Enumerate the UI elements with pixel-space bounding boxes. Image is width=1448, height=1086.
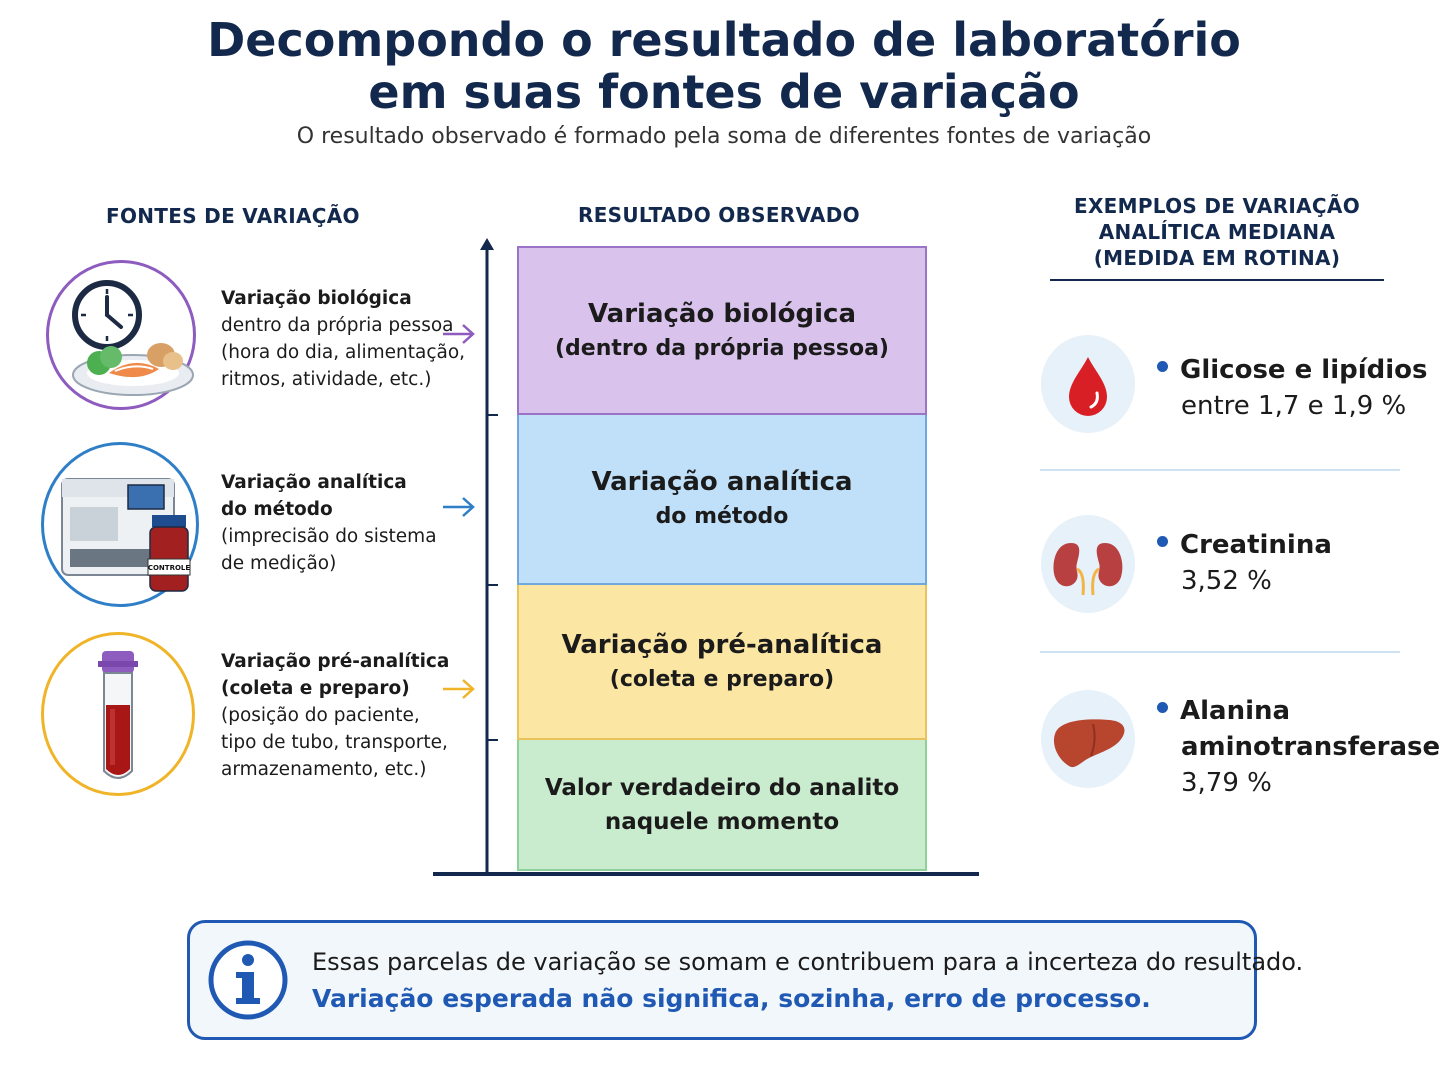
example-creatinine-name: Creatinina (1180, 530, 1332, 560)
divider (1040, 469, 1400, 471)
page-title: Decompondo o resultado de laboratório em… (0, 14, 1448, 118)
info-box (187, 920, 1257, 1040)
example-glucose: Glicose e lipídios entre 1,7 e 1,9 % (1157, 352, 1428, 424)
source-biological-line: ritmos, atividade, etc.) (221, 369, 432, 390)
sources-heading: FONTES DE VARIAÇÃO (106, 204, 360, 228)
title-line-1: Decompondo o resultado de laboratório (207, 13, 1241, 67)
block-true-value: Valor verdadeiro do analito naquele mome… (517, 740, 927, 871)
blood-tube-icon (41, 632, 195, 796)
bullet-icon (1157, 361, 1168, 372)
divider (1040, 651, 1400, 653)
info-icon (208, 940, 288, 1020)
block-preanalytical-subtitle: (coleta e preparo) (609, 666, 835, 692)
source-preanalytical-title-2: (coleta e preparo) (221, 678, 410, 699)
source-preanalytical-line: tipo de tubo, transporte, (221, 732, 448, 753)
source-analytical-title-2: do método (221, 499, 333, 520)
lab-analyzer-icon: CONTROLE (41, 442, 199, 607)
block-true-value-title: Valor verdadeiro do analito (544, 774, 900, 801)
source-preanalytical-title: Variação pré-analítica (221, 651, 450, 672)
title-line-2: em suas fontes de variação (368, 65, 1080, 119)
liver-icon (1041, 690, 1135, 788)
bullet-icon (1157, 536, 1168, 547)
blood-drop-icon (1041, 335, 1135, 433)
source-analytical-line: de medição) (221, 553, 337, 574)
block-analytical-subtitle: do método (655, 504, 789, 529)
stack-axis (433, 238, 979, 876)
control-label: CONTROLE (148, 564, 191, 572)
source-analytical-line: (imprecisão do sistema (221, 526, 437, 547)
block-preanalytical-title: Variação pré-analítica (561, 629, 883, 660)
source-biological-line: dentro da própria pessoa (221, 315, 454, 336)
arrow-right-icon (443, 324, 475, 344)
example-alt: Alanina aminotransferase 3,79 % (1157, 693, 1440, 801)
bullet-icon (1157, 702, 1168, 713)
example-creatinine-value: 3,52 % (1181, 566, 1272, 596)
source-preanalytical-line: armazenamento, etc.) (221, 759, 427, 780)
source-biological-title: Variação biológica (221, 288, 412, 309)
block-biological-subtitle: (dentro da própria pessoa) (554, 335, 889, 361)
source-biological-text: Variação biológica dentro da própria pes… (221, 285, 465, 393)
example-alt-name: Alanina (1180, 696, 1291, 726)
block-true-value-subtitle: naquele momento (604, 808, 840, 835)
source-preanalytical-text: Variação pré-analítica (coleta e preparo… (221, 648, 449, 783)
info-text-line-1: Essas parcelas de variação se somam e co… (312, 948, 1304, 976)
source-analytical-text: Variação analítica do método (imprecisão… (221, 469, 437, 577)
example-glucose-name: Glicose e lipídios (1180, 355, 1428, 385)
block-analytical-variation: Variação analítica do método (517, 415, 927, 585)
examples-heading-line-1: EXEMPLOS DE VARIAÇÃO (1073, 194, 1360, 218)
arrow-right-icon (443, 497, 475, 517)
kidneys-icon (1041, 515, 1135, 613)
source-biological-line: (hora do dia, alimentação, (221, 342, 466, 363)
block-biological-variation: Variação biológica (dentro da própria pe… (517, 246, 927, 415)
example-alt-value: 3,79 % (1181, 768, 1272, 798)
page-subtitle: O resultado observado é formado pela som… (296, 124, 1152, 149)
info-text-line-2: Variação esperada não significa, sozinha… (312, 984, 1151, 1013)
examples-heading-underline (1050, 279, 1384, 281)
result-heading: RESULTADO OBSERVADO (578, 203, 860, 227)
examples-heading-line-2: ANALÍTICA MEDIANA (1098, 220, 1336, 244)
examples-heading-line-3: (MEDIDA EM ROTINA) (1093, 246, 1341, 270)
block-biological-title: Variação biológica (587, 298, 857, 329)
arrow-right-icon (443, 679, 475, 699)
clock-and-meal-icon (46, 260, 196, 410)
source-preanalytical-line: (posição do paciente, (221, 705, 420, 726)
example-alt-name-2: aminotransferase (1181, 732, 1441, 762)
block-analytical-title: Variação analítica (591, 467, 853, 497)
examples-heading: EXEMPLOS DE VARIAÇÃO ANALÍTICA MEDIANA (… (1050, 193, 1384, 271)
example-creatinine: Creatinina 3,52 % (1157, 527, 1332, 599)
block-preanalytical-variation: Variação pré-analítica (coleta e preparo… (517, 585, 927, 740)
source-analytical-title: Variação analítica (221, 472, 407, 493)
example-glucose-value: entre 1,7 e 1,9 % (1181, 391, 1407, 421)
